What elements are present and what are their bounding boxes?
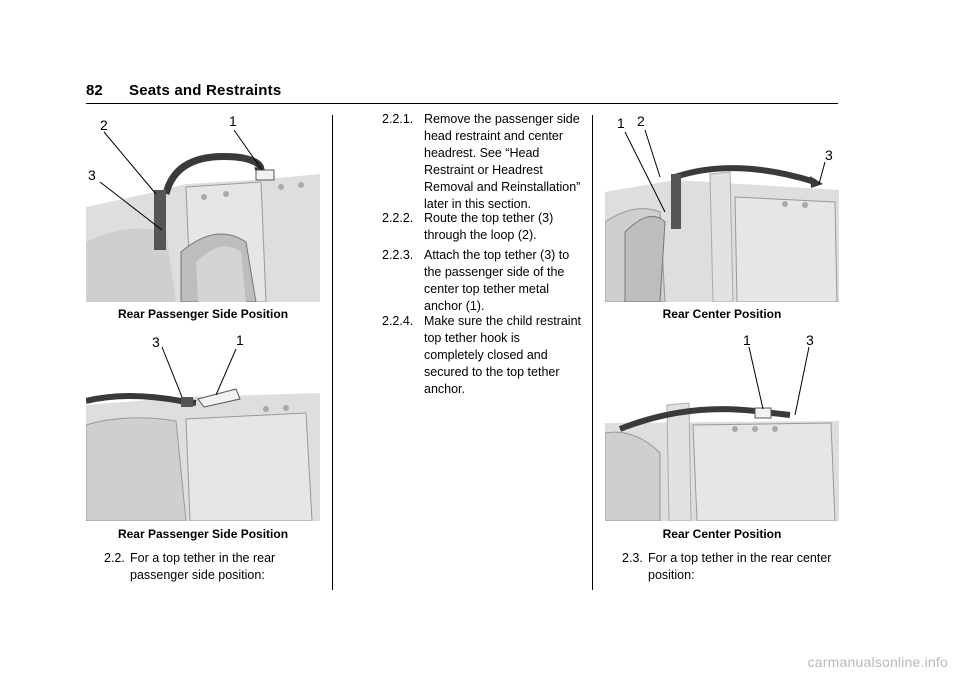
step-line: Restraint or Headrest — [424, 163, 543, 177]
figure-caption: Rear Passenger Side Position — [117, 527, 289, 541]
step-line: completely closed and — [424, 348, 548, 362]
callout-3: 3 — [88, 167, 96, 183]
callout-1: 1 — [236, 333, 244, 348]
figure-caption: Rear Passenger Side Position — [117, 307, 289, 321]
step-line: head restraint and center — [424, 129, 563, 143]
figure-rear-center-2: 1 3 — [604, 332, 839, 522]
step-line: center top tether metal — [424, 282, 550, 296]
step-line: Attach the top tether (3) to — [424, 248, 570, 262]
step-line: For a top tether in the rear center — [648, 551, 832, 565]
step-line: the passenger side of the — [424, 265, 565, 279]
section-title: Seats and Restraints — [129, 82, 282, 99]
step-number: 2.3. — [622, 551, 643, 565]
step-2-2-4: 2.2.4. Make sure the child restraint top… — [382, 313, 587, 398]
step-2-2-2: 2.2.2. Route the top tether (3) through … — [382, 210, 587, 244]
callout-3: 3 — [806, 333, 814, 348]
step-line: Route the top tether (3) — [424, 211, 554, 225]
step-line: through the loop (2). — [424, 228, 537, 242]
step-line: For a top tether in the rear — [130, 551, 276, 565]
page-number: 82 — [86, 82, 103, 99]
callout-3: 3 — [152, 334, 160, 350]
step-2-2-3: 2.2.3. Attach the top tether (3) to the … — [382, 247, 587, 315]
seat-illustration-passenger-side-1: 2 1 3 — [86, 113, 320, 303]
step-line: later in this section. — [424, 197, 531, 211]
step-line: Remove the passenger side — [424, 112, 580, 126]
column-divider-right — [592, 115, 593, 590]
figure-rear-center-1: 1 2 3 — [604, 112, 839, 303]
step-line: top tether hook is — [424, 331, 520, 345]
figure-rear-passenger-side-1: 2 1 3 — [86, 112, 320, 303]
seat-illustration-passenger-side-2: 3 1 — [85, 332, 320, 522]
callout-3: 3 — [825, 147, 833, 163]
step-number: 2.2.2. — [382, 211, 414, 225]
step-line: anchor (1). — [424, 299, 485, 313]
step-line: Removal and Reinstallation” — [424, 180, 581, 194]
step-number: 2.2.1. — [382, 112, 414, 126]
seat-illustration-center-1: 1 2 3 — [604, 113, 839, 303]
step-number: 2.2.4. — [382, 314, 414, 328]
callout-2: 2 — [100, 117, 108, 133]
seat-illustration-center-2: 1 3 — [604, 332, 839, 522]
watermark-link[interactable]: carmanualsonline.info — [807, 654, 948, 670]
step-line: anchor. — [424, 382, 466, 396]
step-2-2-1: 2.2.1. Remove the passenger side head re… — [382, 111, 587, 213]
step-line: headrest. See “Head — [424, 146, 540, 160]
step-line: position: — [648, 568, 695, 582]
callout-1: 1 — [617, 115, 625, 131]
step-line: passenger side position: — [130, 568, 265, 582]
callout-1: 1 — [743, 333, 751, 348]
figure-rear-passenger-side-2: 3 1 — [85, 332, 320, 522]
header-rule — [86, 103, 838, 104]
step-line: secured to the top tether — [424, 365, 560, 379]
callout-2: 2 — [637, 113, 645, 129]
step-number: 2.2.3. — [382, 248, 414, 262]
figure-caption: Rear Center Position — [662, 307, 782, 321]
column-divider-left — [332, 115, 333, 590]
step-number: 2.2. — [104, 551, 125, 565]
step-line: Make sure the child restraint — [424, 314, 582, 328]
callout-1: 1 — [229, 113, 237, 129]
figure-caption: Rear Center Position — [662, 527, 782, 541]
